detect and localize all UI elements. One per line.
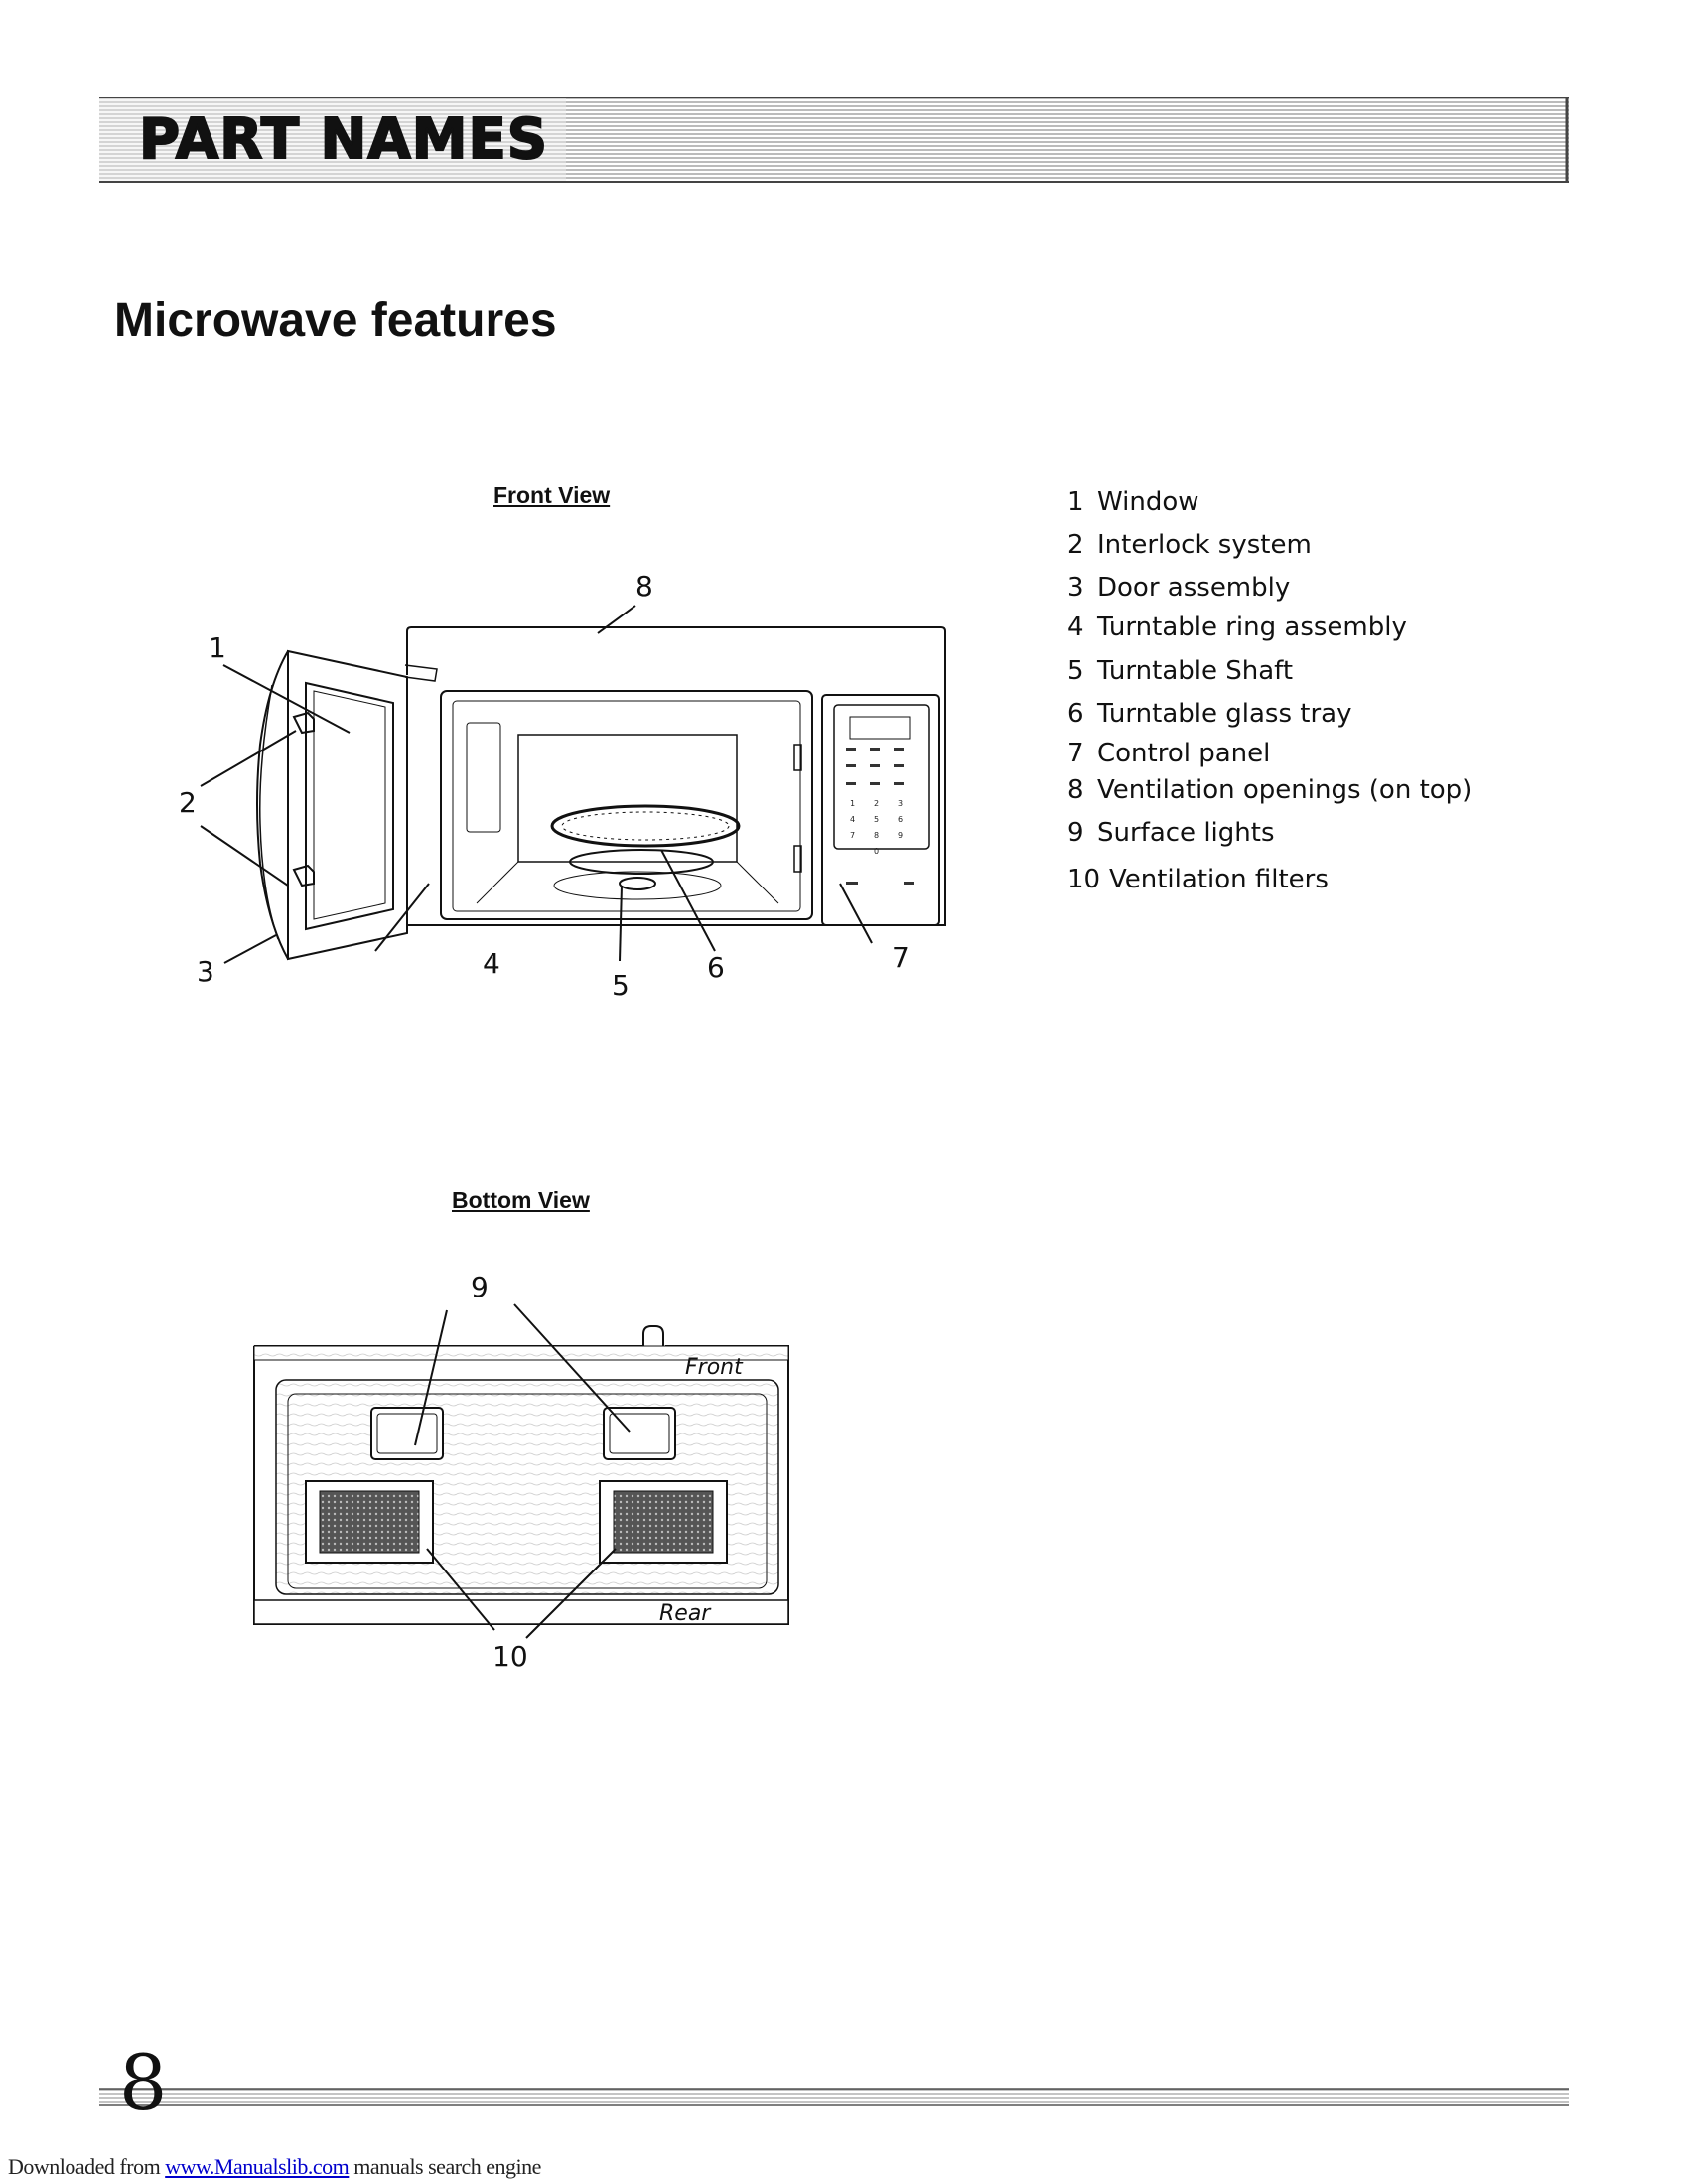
- callout-4: 4: [483, 947, 500, 980]
- keypad-digit: 3: [898, 799, 903, 808]
- bottom-view-diagram: 9 10 Front Rear: [253, 1271, 789, 1673]
- front-label: Front: [685, 1355, 744, 1380]
- front-view-label: Front View: [493, 482, 611, 508]
- legend-item: 7 Control panel: [1067, 738, 1270, 768]
- callout-9: 9: [471, 1271, 489, 1303]
- legend-number: 2: [1067, 530, 1084, 560]
- callout-3: 3: [197, 955, 214, 988]
- callout-8: 8: [635, 570, 653, 603]
- legend-label: Surface lights: [1097, 818, 1275, 848]
- legend-label: Door assembly: [1097, 573, 1291, 603]
- callout-2: 2: [179, 786, 197, 819]
- legend-item: 5 Turntable Shaft: [1067, 655, 1293, 686]
- legend-number: 7: [1067, 739, 1084, 768]
- header-banner: [99, 97, 1569, 183]
- legend-number: 8: [1067, 775, 1084, 805]
- legend-item: 9 Surface lights: [1067, 817, 1274, 848]
- rear-label: Rear: [659, 1601, 712, 1626]
- page-title: Microwave features: [114, 294, 557, 346]
- legend-item: 4 Turntable ring assembly: [1067, 612, 1407, 642]
- legend-item: 3 Door assembly: [1067, 572, 1290, 603]
- legend-number: 6: [1067, 699, 1084, 729]
- legend-number: 5: [1067, 656, 1084, 686]
- legend-label: Turntable ring assembly: [1097, 613, 1407, 642]
- legend-number: 4: [1067, 613, 1084, 642]
- footer-banner: [99, 2088, 1569, 2106]
- keypad-digit: 0: [874, 847, 879, 856]
- manualslib-link[interactable]: www.Manualslib.com: [165, 2154, 350, 2179]
- page-number: 8: [119, 2038, 168, 2126]
- legend-item: 8 Ventilation openings (on top): [1067, 774, 1472, 805]
- keypad-digit: 8: [874, 831, 879, 840]
- legend-label: Turntable Shaft: [1097, 656, 1294, 686]
- callout-10: 10: [492, 1640, 528, 1673]
- keypad-digit: 9: [898, 831, 903, 840]
- legend-item: 10 Ventilation filters: [1067, 864, 1329, 894]
- download-footer: Downloaded from www.Manualslib.com manua…: [8, 2154, 541, 2180]
- footer-suffix: manuals search engine: [349, 2154, 541, 2179]
- legend-label: Turntable glass tray: [1097, 699, 1352, 729]
- keypad-digit: 6: [898, 815, 903, 824]
- legend-number: 1: [1067, 487, 1084, 517]
- legend-number: 9: [1067, 818, 1084, 848]
- keypad-digit: 5: [874, 815, 879, 824]
- bottom-view-label: Bottom View: [452, 1187, 590, 1213]
- legend-item: 1 Window: [1067, 486, 1199, 517]
- legend-item: 6 Turntable glass tray: [1067, 698, 1351, 729]
- legend-item: 2 Interlock system: [1067, 529, 1312, 560]
- legend-label: Interlock system: [1097, 530, 1312, 560]
- keypad-digit: 4: [850, 815, 855, 824]
- front-view-diagram: 1 2 3 4 5 6 7 8 9 0 1 2 3 4 5 6 7 8: [179, 570, 946, 1002]
- callout-1: 1: [209, 631, 226, 664]
- legend-number: 10: [1067, 865, 1101, 894]
- legend-label: Ventilation openings (on top): [1097, 775, 1473, 805]
- legend-label: Control panel: [1097, 739, 1271, 768]
- legend-label: Ventilation filters: [1109, 865, 1329, 894]
- legend-number: 3: [1067, 573, 1084, 603]
- callout-5: 5: [612, 969, 630, 1002]
- callout-7: 7: [892, 941, 910, 974]
- footer-prefix: Downloaded from: [8, 2154, 166, 2179]
- callout-6: 6: [707, 951, 725, 984]
- keypad-digit: 1: [850, 799, 855, 808]
- section-header-title: PART NAMES: [138, 106, 549, 173]
- legend-label: Window: [1097, 487, 1199, 517]
- keypad-digit: 2: [874, 799, 879, 808]
- keypad-digit: 7: [850, 831, 855, 840]
